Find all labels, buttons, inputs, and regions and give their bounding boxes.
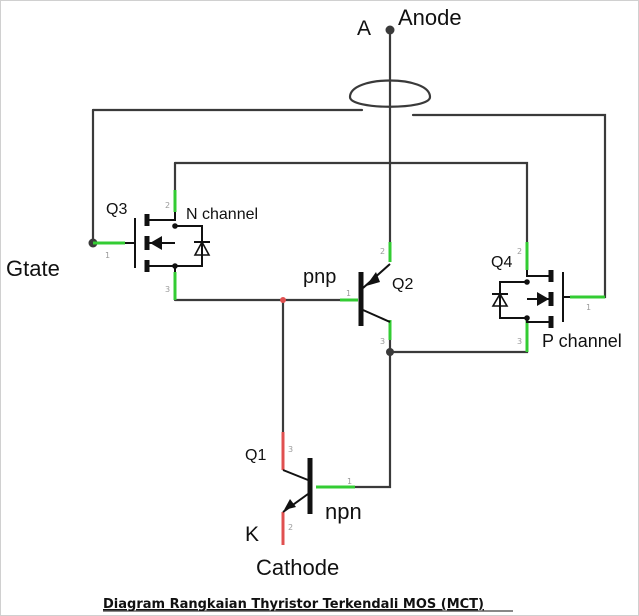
cathode-letter-label: K (245, 523, 259, 546)
gate-left-wire (91, 108, 122, 245)
gate-label: Gtate (6, 256, 60, 281)
q3-pin-label-source: 3 (165, 285, 170, 294)
q4-dot-top (524, 279, 530, 285)
q3-diode-loop (175, 225, 203, 267)
npn-label: npn (325, 499, 362, 524)
anode-cross-wire (173, 161, 529, 244)
q1-pin-label-collector: 3 (288, 445, 293, 454)
q1-collector-lead (282, 469, 309, 481)
q3-dot-top (172, 223, 178, 229)
anode-letter-label: A (357, 17, 371, 40)
q4-dot-bottom (524, 315, 530, 321)
q4-label: Q4 (491, 254, 512, 271)
anode-node (385, 25, 395, 35)
q2-pin-label-emitter: 2 (380, 247, 385, 256)
q3-arrow (150, 236, 162, 250)
q1-pin-label-base: 1 (347, 477, 352, 486)
pnp-label: pnp (303, 266, 336, 288)
q4-pmos-symbol: 2 1 3 (491, 242, 605, 352)
q3-pin-label-gate: 1 (105, 251, 110, 260)
q1-npn-symbol: 3 1 2 (281, 432, 355, 545)
q2-pnp-symbol: 2 1 3 (340, 242, 392, 346)
q4-source-wire (388, 335, 529, 354)
q2-collector-wire (353, 333, 392, 489)
q4-pin-label-drain: 2 (517, 247, 522, 256)
q3-source-wire (173, 298, 285, 434)
junction-nodes (88, 25, 395, 356)
base-junction-node (280, 297, 286, 303)
q4-pin-label-gate: 1 (586, 303, 591, 312)
n-channel-label: N channel (186, 206, 258, 223)
q2-arrow (366, 272, 380, 286)
q3-nmos-symbol: 2 1 3 (93, 190, 211, 300)
q1-pin-label-emitter: 2 (288, 523, 293, 532)
q2-pin-label-base: 1 (346, 289, 351, 298)
q3-gate-plate (125, 218, 136, 268)
q4-diode-loop (499, 281, 527, 319)
q2-pin-label-collector: 3 (380, 337, 385, 346)
q3-label: Q3 (106, 201, 127, 218)
q3-pin-label-drain: 2 (165, 201, 170, 210)
q4-pin-label-source: 3 (517, 337, 522, 346)
q3-diode (193, 240, 211, 256)
q2-collector-node (386, 348, 394, 356)
q3-dot-bottom (172, 263, 178, 269)
q2-collector-lead (362, 309, 391, 323)
diagram-caption: Diagram Rangkaian Thyristor Terkendali M… (103, 597, 484, 612)
anode-label: Anode (398, 5, 462, 30)
q4-gate-plate (562, 272, 570, 322)
q1-arrow (284, 499, 296, 510)
p-channel-label: P channel (542, 331, 622, 351)
cathode-label: Cathode (256, 555, 339, 580)
q4-arrow (537, 292, 549, 306)
anode-loop-wire (348, 79, 432, 108)
q4-diode (491, 292, 509, 307)
q2-label: Q2 (392, 276, 413, 293)
q1-label: Q1 (245, 447, 266, 464)
